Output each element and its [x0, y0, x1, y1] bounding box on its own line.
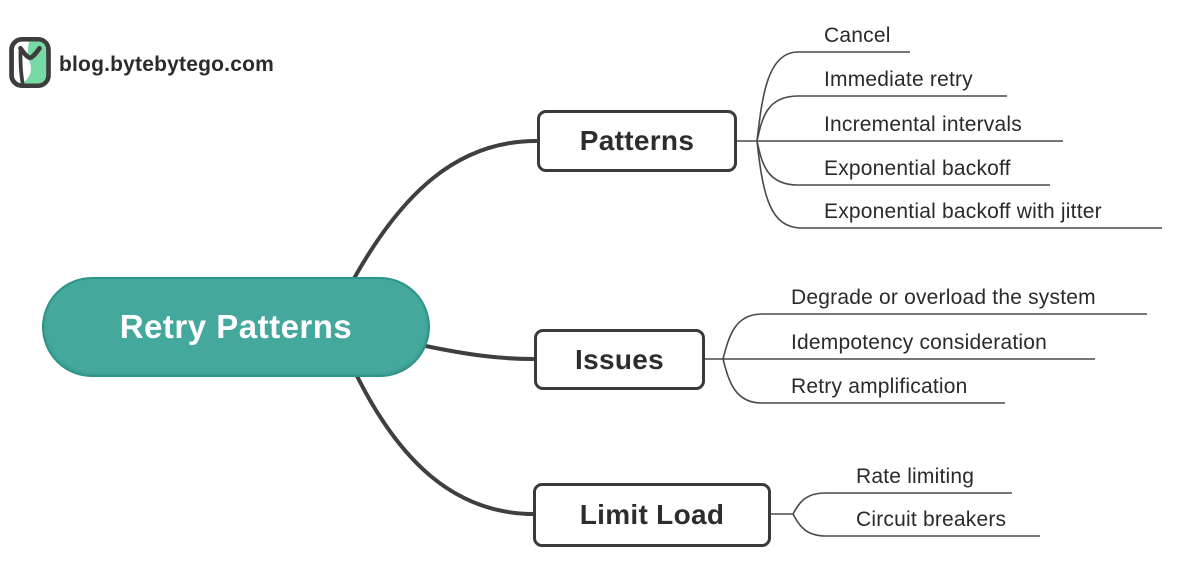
edge-root-patterns	[350, 139, 538, 284]
leaf-circuit-breakers: Circuit breakers	[856, 508, 1007, 531]
root-node-retry-patterns: Retry Patterns	[42, 277, 430, 377]
branch-node-limit-load: Limit Load	[533, 483, 771, 547]
branch-node-patterns: Patterns	[537, 110, 737, 172]
site-logo: blog.bytebytego.com	[8, 36, 274, 94]
edge-issues-retry-amplification	[722, 358, 1005, 404]
leaf-incremental-intervals: Incremental intervals	[824, 113, 1022, 136]
branch-node-label: Issues	[575, 343, 664, 375]
leaf-immediate-retry: Immediate retry	[824, 68, 973, 91]
edge-root-limitload	[355, 374, 534, 516]
edge-issues-degrade	[722, 313, 1147, 360]
edge-patterns-cancel	[756, 51, 910, 142]
leaf-degrade-or-overload: Degrade or overload the system	[791, 286, 1096, 309]
edge-patterns-exponential-backoff	[756, 140, 1050, 186]
leaf-idempotency-consideration: Idempotency consideration	[791, 331, 1047, 354]
edge-limitload-circuit-breakers	[792, 513, 1040, 537]
branch-node-issues: Issues	[534, 329, 705, 390]
edge-limitload-rate-limiting	[792, 492, 1012, 515]
logo-text: blog.bytebytego.com	[59, 53, 274, 76]
root-node-label: Retry Patterns	[119, 308, 353, 345]
leaf-retry-amplification: Retry amplification	[791, 375, 968, 398]
leaf-rate-limiting: Rate limiting	[856, 465, 975, 488]
leaf-cancel: Cancel	[824, 24, 891, 47]
edge-root-issues	[419, 343, 535, 361]
edge-patterns-immediate-retry	[756, 95, 1007, 142]
leaf-exponential-backoff-with-jitter: Exponential backoff with jitter	[824, 200, 1102, 223]
edge-patterns-exponential-backoff-jitter	[756, 140, 1162, 229]
branch-node-label: Patterns	[579, 125, 695, 156]
branch-node-label: Limit Load	[579, 499, 725, 530]
leaf-exponential-backoff: Exponential backoff	[824, 157, 1011, 180]
bytebytego-owl-icon	[8, 36, 52, 94]
